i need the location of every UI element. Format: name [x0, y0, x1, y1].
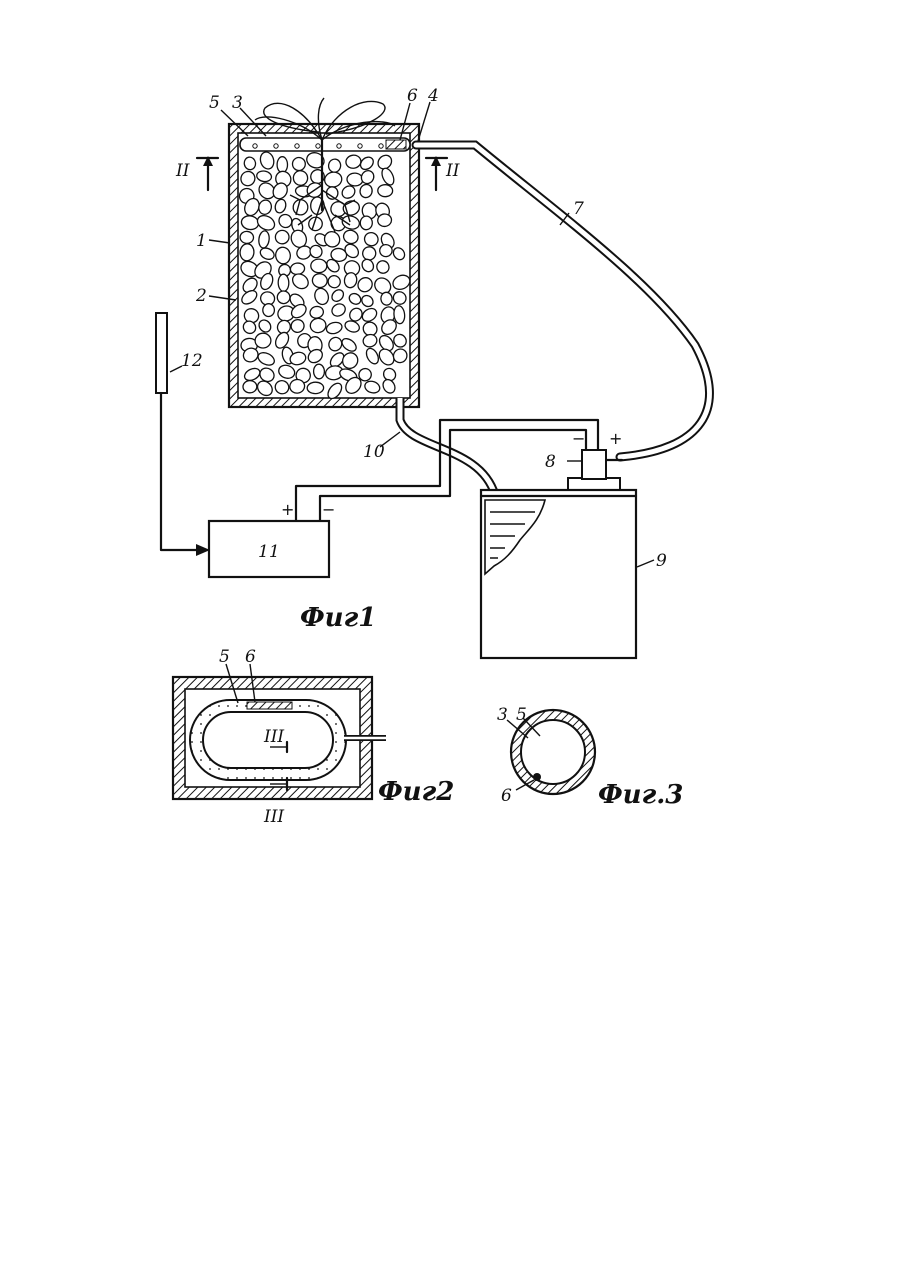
pipe-hole	[316, 144, 320, 148]
section-mark-right: II	[426, 156, 460, 190]
plus-sign-controller: +	[281, 500, 294, 519]
label-11: 11	[258, 542, 280, 562]
pipe-3	[240, 138, 410, 151]
pipe-hole	[253, 144, 257, 148]
pump-8	[568, 450, 622, 492]
pipe-hole	[274, 144, 278, 148]
tube-7	[416, 145, 709, 457]
plus-sign-pump: +	[609, 429, 622, 448]
gravel-pebble	[255, 333, 272, 349]
gravel-pebble	[313, 364, 324, 379]
label-7: 7	[573, 199, 584, 219]
label-2: 2	[195, 286, 207, 306]
gravel-pebble	[360, 216, 372, 230]
gravel-pebble	[277, 157, 287, 173]
gravel-pebble	[278, 274, 289, 291]
fig2-caption: Фиг2	[378, 777, 454, 807]
gravel-pebble	[379, 244, 393, 257]
pipe-hole	[295, 144, 299, 148]
svg-text:II: II	[175, 161, 190, 181]
label-12: 12	[181, 351, 203, 371]
gravel-pebble	[380, 292, 392, 306]
label-6: 6	[407, 86, 418, 106]
gravel-pebble	[263, 304, 275, 317]
fig2: 5 6 III III Фиг2	[173, 647, 454, 827]
gravel-pebble	[243, 380, 257, 392]
fig2-section-outer: III	[263, 807, 284, 827]
fig3-label-6: 6	[501, 786, 512, 806]
fig2-section-inner: III	[263, 727, 284, 747]
fig2-label-5: 5	[219, 647, 230, 667]
pipe-hole	[379, 144, 383, 148]
label-10: 10	[363, 442, 385, 462]
gravel-pebble	[307, 382, 324, 394]
label-3: 3	[232, 93, 243, 113]
tank-9	[481, 490, 636, 658]
label-8: 8	[545, 452, 556, 472]
fig3-label-5: 5	[516, 705, 527, 725]
fig1: II II	[156, 86, 709, 658]
section-mark-left: II	[175, 156, 218, 190]
pipe-hole	[358, 144, 362, 148]
fig1-caption: Фиг1	[300, 603, 376, 633]
label-9: 9	[656, 551, 667, 571]
gravel-pebble	[240, 231, 255, 244]
sensor-12	[156, 313, 210, 556]
fig3-caption: Фиг.3	[598, 780, 683, 810]
gravel-pebble	[378, 184, 393, 197]
gravel-pebble	[275, 230, 289, 244]
label-1: 1	[196, 231, 207, 251]
minus-sign-controller: −	[322, 500, 335, 519]
label-4: 4	[427, 86, 439, 106]
gravel-pebble	[311, 259, 327, 273]
fig3: 3 5 6 Фиг.3	[497, 705, 683, 810]
svg-text:II: II	[445, 161, 460, 181]
gravel-pebble	[292, 157, 305, 170]
gravel-pebble	[293, 199, 309, 215]
tube-10	[400, 398, 495, 495]
pipe-hole	[337, 144, 341, 148]
fig2-label-6: 6	[245, 647, 256, 667]
fig3-label-3: 3	[497, 705, 508, 725]
label-5: 5	[209, 93, 220, 113]
minus-sign-pump: −	[572, 429, 585, 448]
gravel-pebble	[347, 173, 364, 187]
